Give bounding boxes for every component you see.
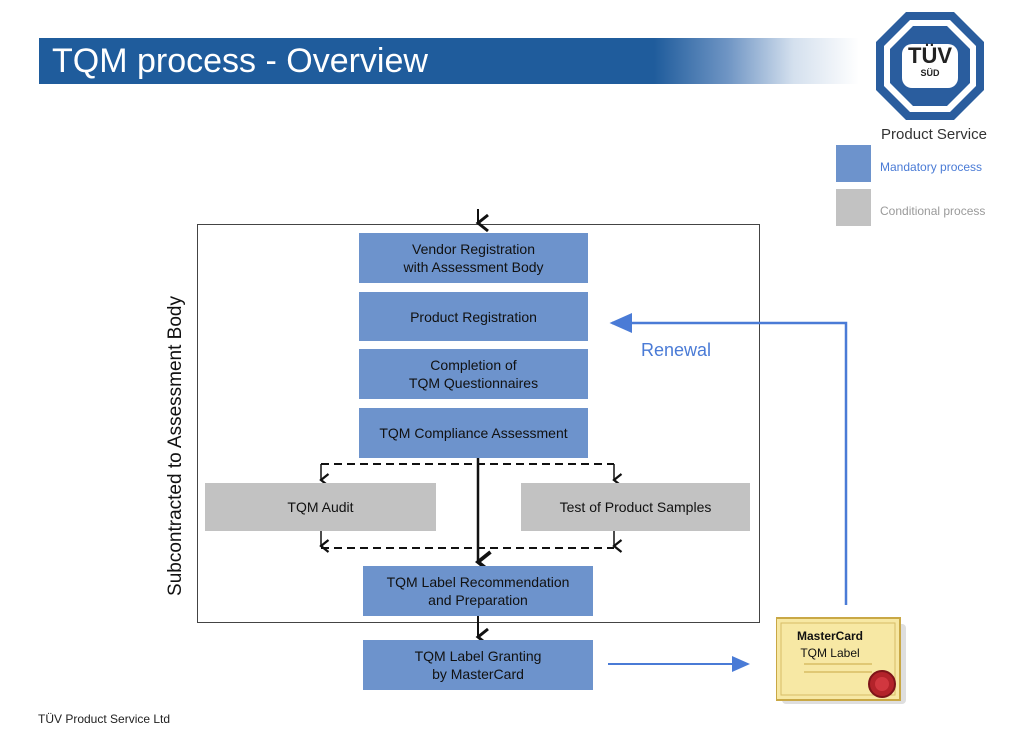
step-vendor-registration: Vendor Registration with Assessment Body <box>359 233 588 283</box>
legend-swatch-mandatory <box>836 145 871 182</box>
certificate-title: MasterCard <box>796 629 864 643</box>
legend-swatch-conditional <box>836 189 871 226</box>
page-title: TQM process - Overview <box>52 42 428 80</box>
footer-text: TÜV Product Service Ltd <box>38 712 171 726</box>
step-product-registration: Product Registration <box>359 292 588 341</box>
certificate-image <box>776 617 906 704</box>
logo-sub: SÜD <box>920 68 940 78</box>
step-label-granting: TQM Label Granting by MasterCard <box>363 640 593 690</box>
title-banner <box>39 38 859 84</box>
renewal-arrow <box>609 313 848 605</box>
renewal-label: Renewal <box>641 340 712 360</box>
step-compliance-assessment: TQM Compliance Assessment <box>359 408 588 458</box>
step-label-recommendation: TQM Label Recommendation and Preparation <box>363 566 593 616</box>
step-test-samples: Test of Product Samples <box>521 483 750 531</box>
legend-label-conditional: Conditional process <box>880 204 986 218</box>
legend-label-mandatory: Mandatory process <box>880 160 983 174</box>
branch-arrows <box>319 464 623 553</box>
tuv-sud-logo <box>876 12 984 120</box>
step-questionnaires: Completion of TQM Questionnaires <box>359 349 588 399</box>
certificate-subtitle: TQM Label <box>800 646 860 660</box>
step-tqm-audit: TQM Audit <box>205 483 436 531</box>
logo-mark: TÜV <box>908 43 952 68</box>
dashed-branch-lines <box>321 463 614 549</box>
logo-caption: Product Service <box>881 126 987 143</box>
